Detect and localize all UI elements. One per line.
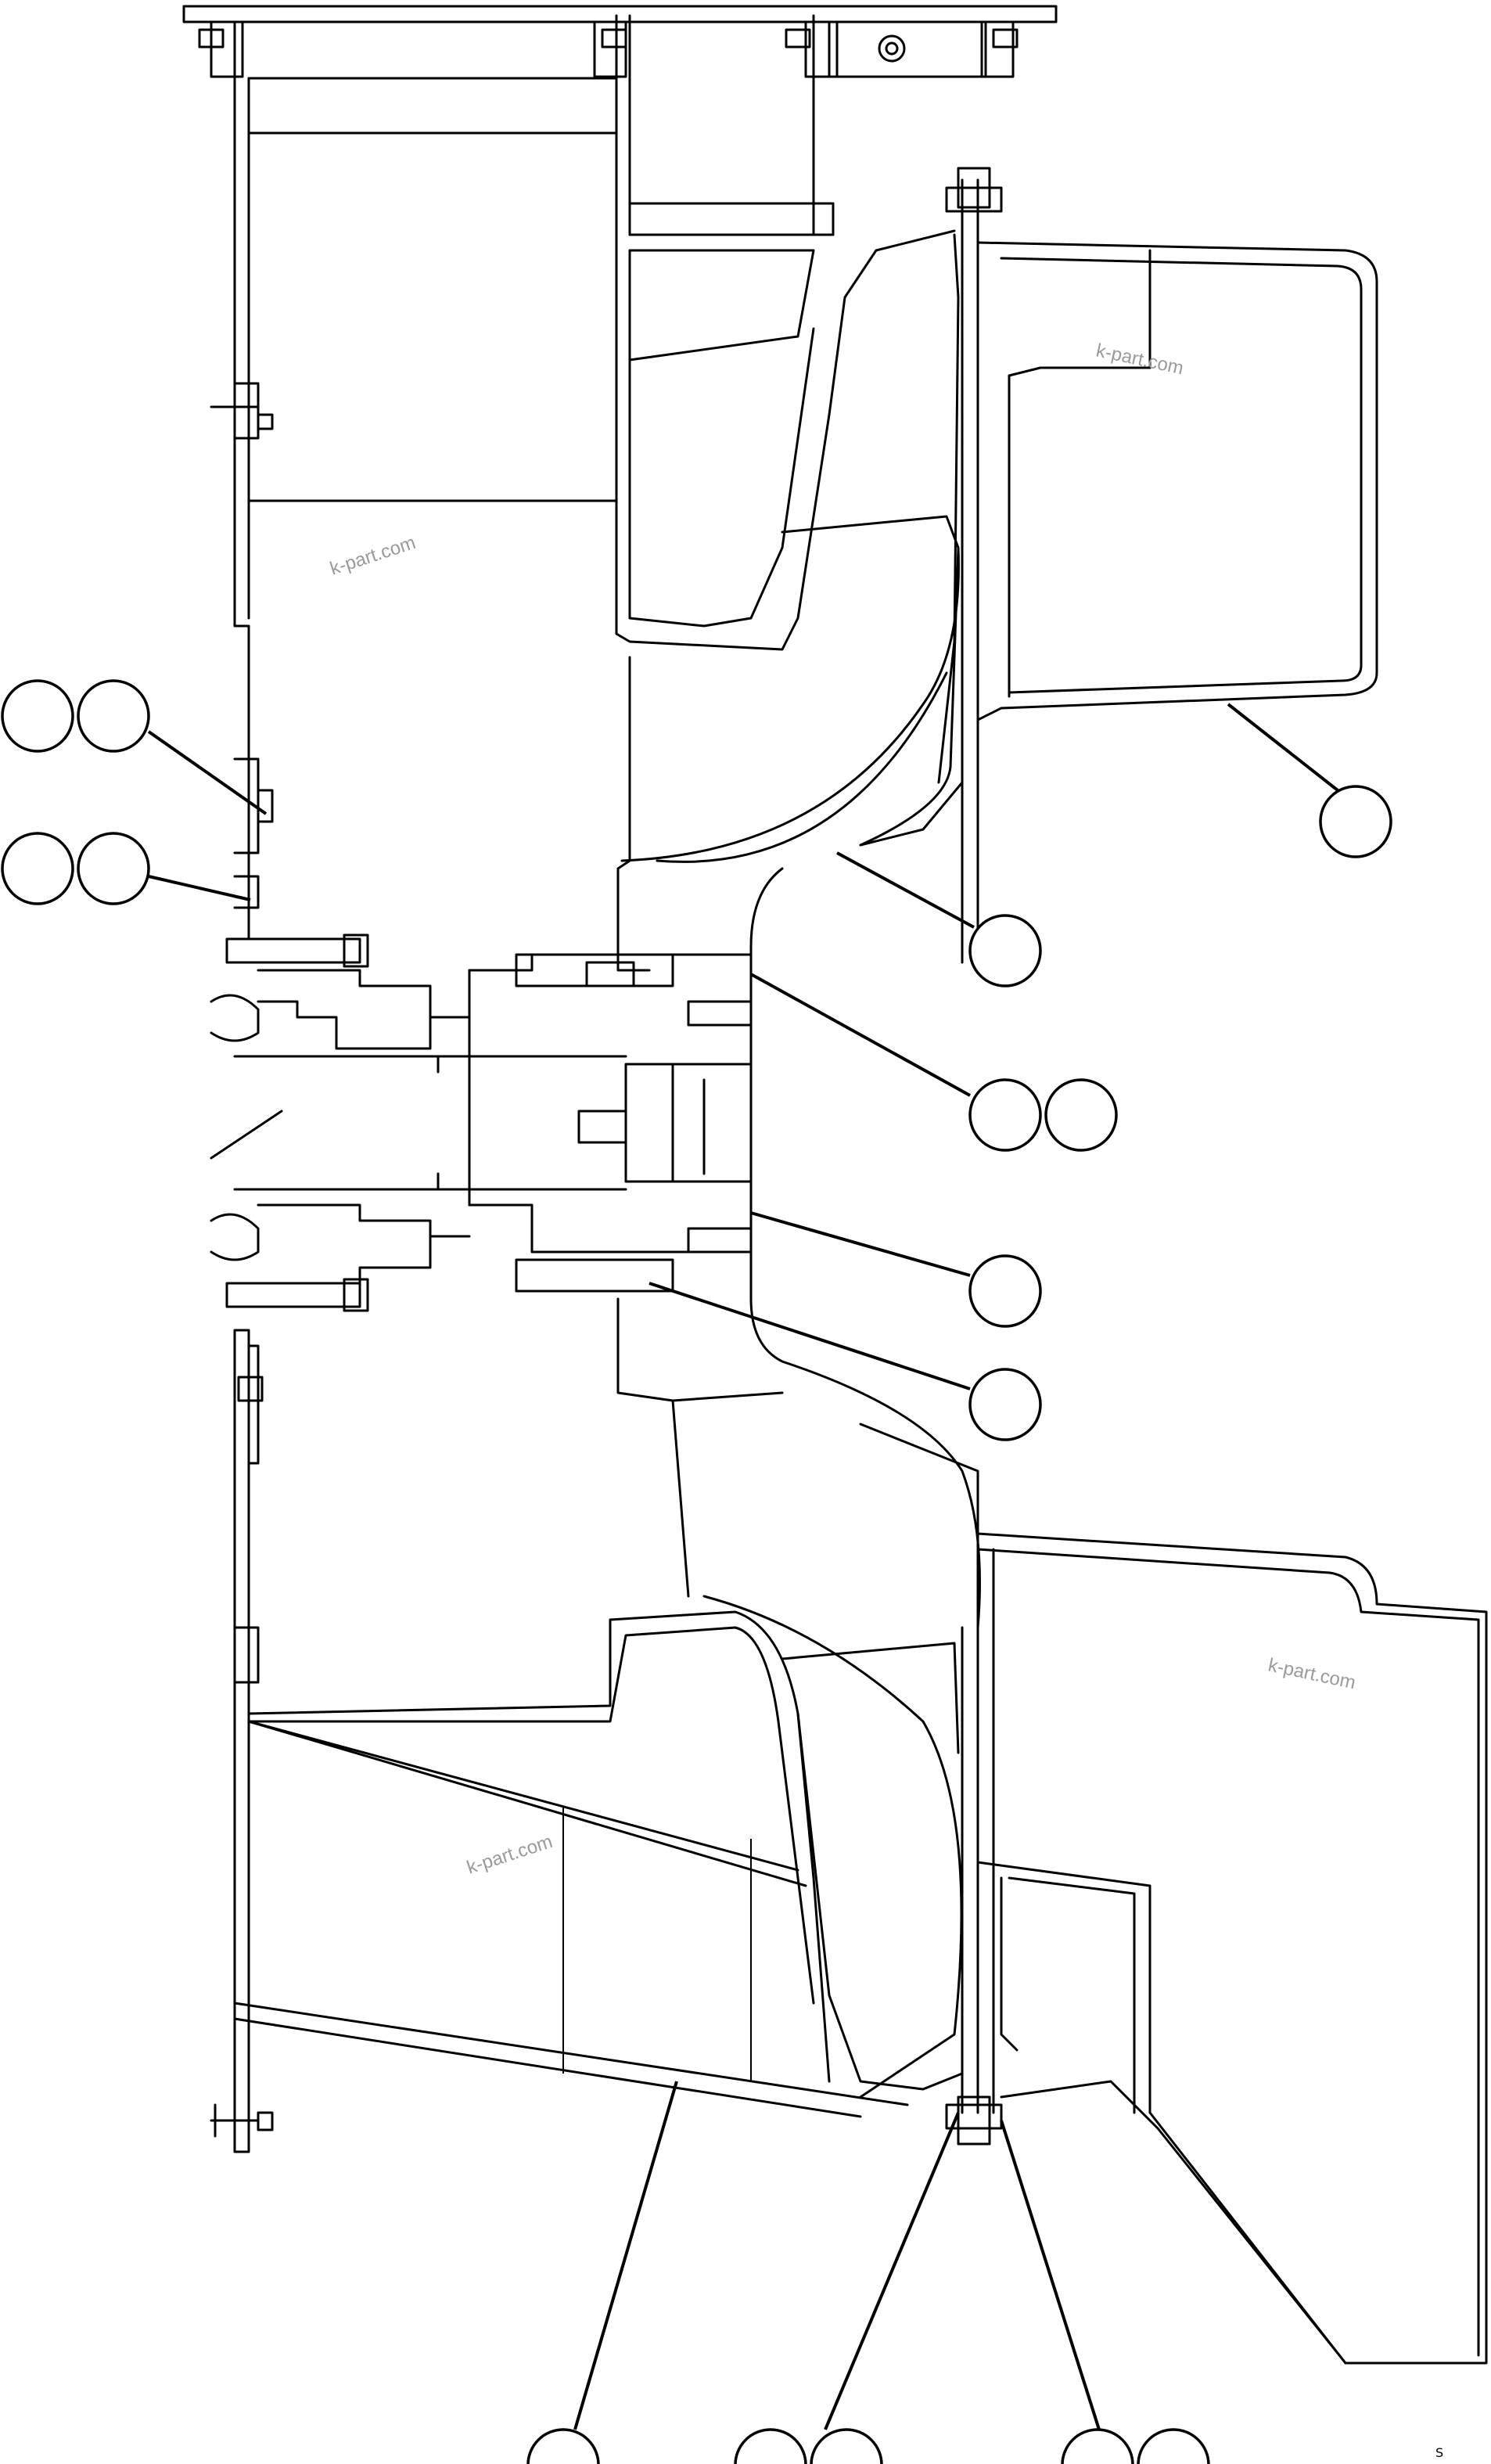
callout-shaft xyxy=(968,1254,1042,1328)
watermark-4: k-part.com xyxy=(465,1831,555,1879)
lower-impeller xyxy=(233,1595,964,2118)
callout-left-1a xyxy=(1,679,74,753)
callout-shaft-bolt-b xyxy=(1044,1078,1118,1152)
corner-mark: S xyxy=(1435,2445,1443,2460)
watermarks: k-part.com k-part.com k-part.com k-part.… xyxy=(328,340,1358,1878)
callout-shaft-bolt-a xyxy=(968,1078,1042,1152)
callout-impeller xyxy=(968,914,1042,987)
callout-right-housing xyxy=(1319,785,1392,858)
callout-bottom-nut-a xyxy=(1061,2428,1134,2464)
left-wall xyxy=(210,22,618,2153)
upper-housing xyxy=(616,167,1378,972)
callout-left-2b xyxy=(77,832,150,905)
top-flange xyxy=(182,5,1058,78)
callout-bottom-duct xyxy=(526,2428,600,2464)
callout-left-2a xyxy=(1,832,74,905)
center-column xyxy=(615,14,956,651)
callout-bottom-bolt-a xyxy=(734,2428,807,2464)
callout-hub-bolt xyxy=(968,1368,1042,1441)
callout-left-1b xyxy=(77,679,150,753)
watermark-1: k-part.com xyxy=(328,532,419,580)
callout-bottom-bolt-b xyxy=(810,2428,883,2464)
lower-housing xyxy=(616,1297,1488,2365)
shaft-hub xyxy=(210,933,753,1312)
watermark-3: k-part.com xyxy=(1266,1654,1357,1693)
leader-lines xyxy=(147,703,1339,2430)
callout-bottom-nut-b xyxy=(1137,2428,1210,2464)
watermark-2: k-part.com xyxy=(1094,340,1185,379)
callout-balloons xyxy=(1,679,1392,2464)
